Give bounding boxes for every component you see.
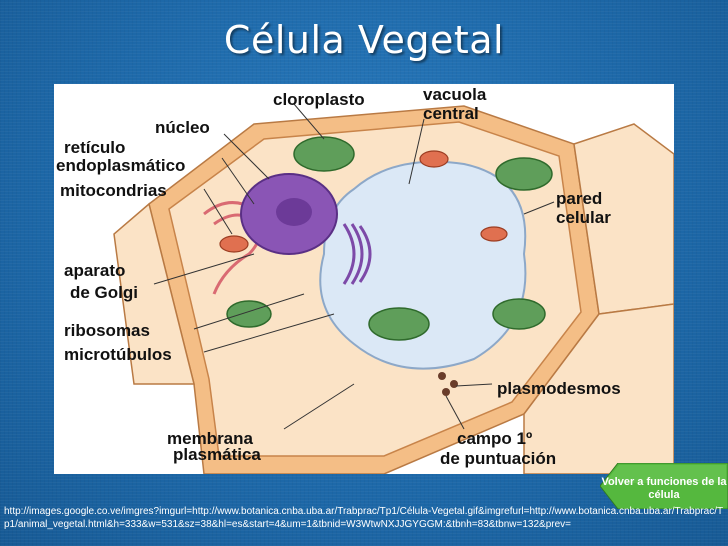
- central-vacuole: [319, 160, 527, 370]
- label-microtubulos: microtúbulos: [64, 345, 172, 364]
- back-to-functions-button[interactable]: Volver a funciones de la célula: [600, 463, 728, 509]
- label-aparato: aparato: [64, 261, 126, 280]
- label-campo: campo 1º: [457, 429, 533, 448]
- label-nucleo: núcleo: [155, 118, 210, 137]
- pointer-lines: [153, 103, 555, 430]
- back-arrow-icon: [600, 463, 728, 509]
- label-central: central: [423, 104, 479, 123]
- back-button-label: Volver a funciones de la célula: [601, 476, 727, 501]
- slide-title: Célula Vegetal: [223, 18, 505, 62]
- golgi-apparatus: [342, 223, 356, 285]
- label-plasmatica: plasmática: [173, 445, 261, 464]
- label-cloroplasto: cloroplasto: [273, 90, 365, 109]
- neighbor-cell-right: [573, 123, 674, 315]
- chloroplast: [293, 136, 355, 172]
- label-golgi: de Golgi: [70, 283, 138, 302]
- label-membrana: membrana: [167, 429, 253, 448]
- cell-illustration: [113, 103, 674, 474]
- label-reticulo: retículo: [64, 138, 126, 157]
- mitochondrion: [219, 235, 249, 253]
- neighbor-cell-left: [113, 202, 195, 385]
- label-vacuola: vacuola: [423, 85, 487, 104]
- label-plasmodesmos: plasmodesmos: [497, 379, 621, 398]
- source-url: http://images.google.co.ve/imgres?imgurl…: [4, 506, 724, 530]
- label-mitocondrias: mitocondrias: [60, 181, 167, 200]
- label-pared: pared: [556, 189, 603, 208]
- cell-diagram: cloroplasto vacuola central núcleo retíc…: [54, 84, 674, 474]
- label-endoplasmatico: endoplasmático: [56, 156, 186, 175]
- neighbor-cell-bottom-right: [523, 303, 674, 474]
- label-puntuacion: de puntuación: [440, 449, 557, 468]
- label-ribosomas: ribosomas: [64, 321, 150, 340]
- label-celular: celular: [556, 208, 611, 227]
